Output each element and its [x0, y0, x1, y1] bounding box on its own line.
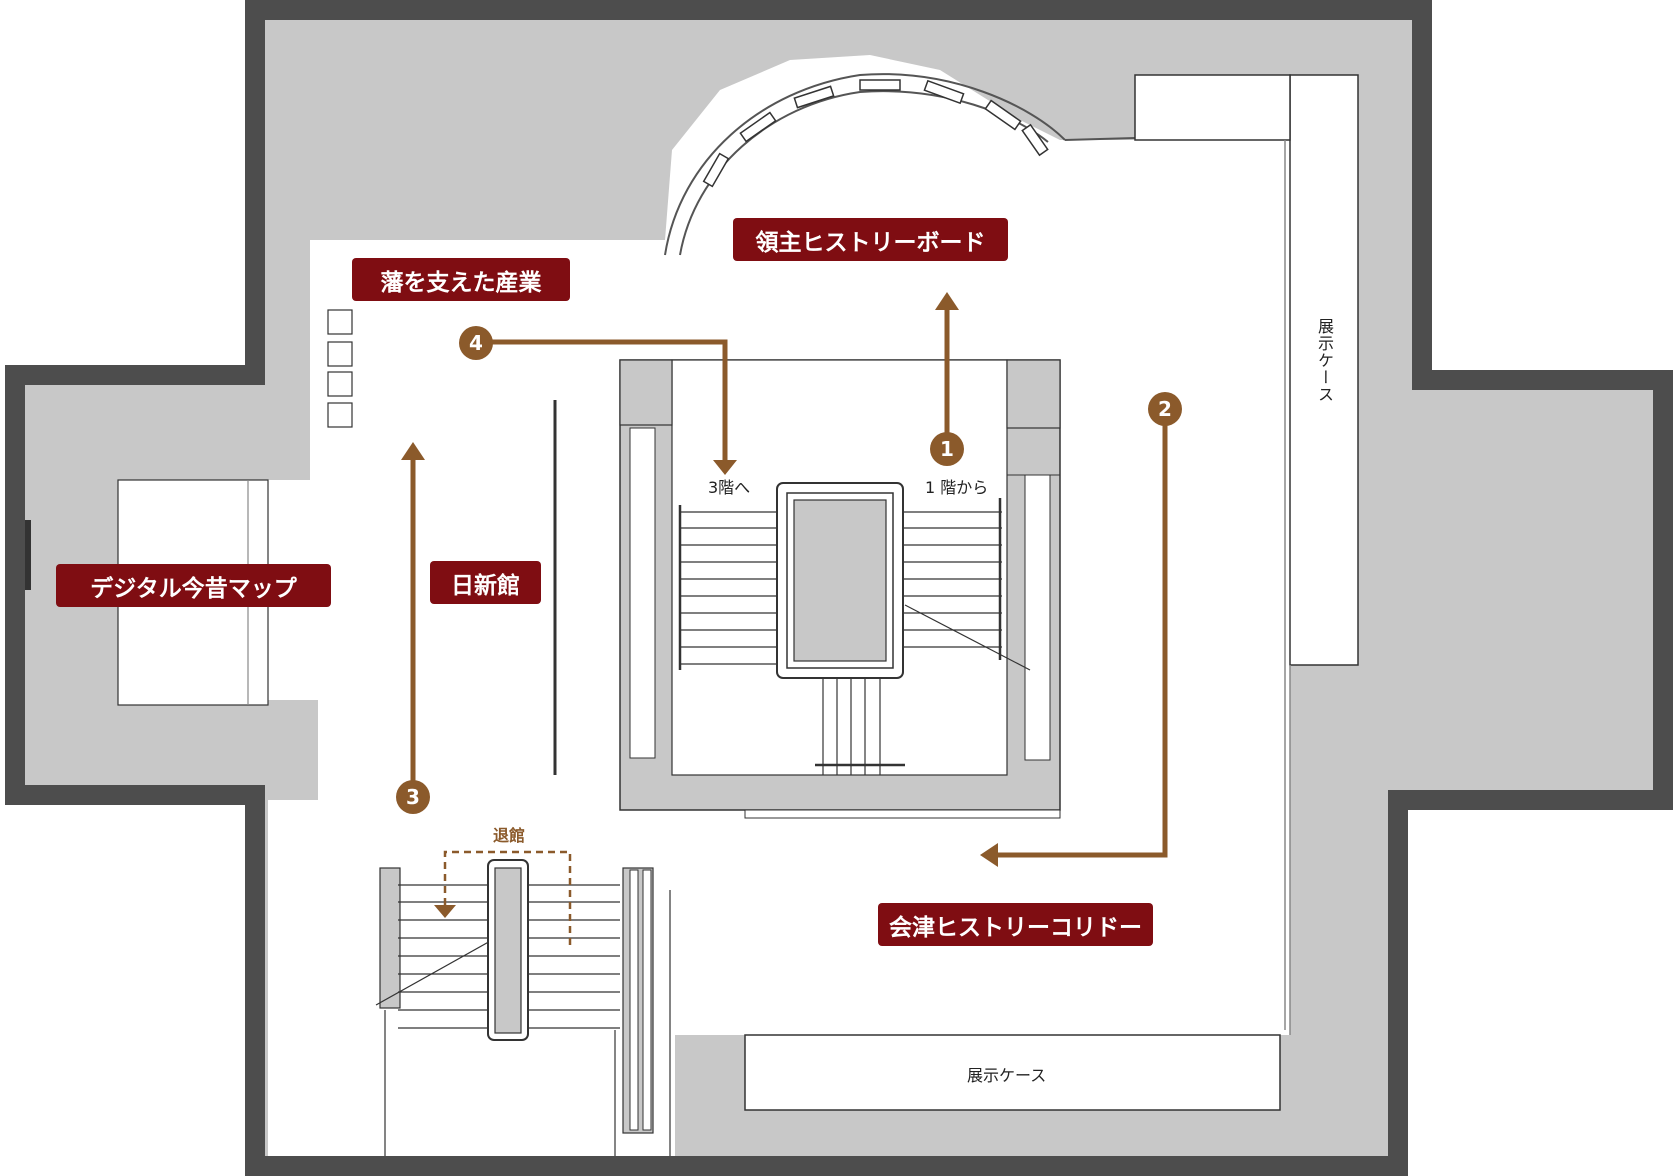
display-case-bottom: [744, 1034, 1281, 1111]
exit-stairwell: [375, 850, 671, 1156]
note-from-1f: 1 階から: [925, 478, 989, 497]
display-case-right: [1289, 74, 1359, 666]
central-stairwell: [619, 359, 1061, 819]
wall-displays: [702, 79, 1049, 188]
zone-label-nisshinkan: 日新館: [430, 561, 541, 604]
zone-label-digital: デジタル今昔マップ: [56, 564, 331, 607]
route-marker-3: 3: [396, 780, 430, 814]
industry-display-boxes: [327, 309, 353, 428]
zone-label-han: 藩を支えた産業: [352, 258, 570, 301]
route-marker-2: 2: [1148, 392, 1182, 426]
zone-label-ryoshu: 領主ヒストリーボード: [733, 218, 1008, 261]
note-exit: 退館: [493, 826, 526, 845]
route-arrows: [410, 308, 1168, 858]
zone-label-aizu: 会津ヒストリーコリドー: [878, 903, 1153, 946]
display-case-right-label: 展示ケース: [1315, 318, 1334, 403]
route-marker-1: 1: [930, 432, 964, 466]
route-marker-4: 4: [459, 326, 493, 360]
curved-wall: [664, 73, 1066, 256]
note-to-3f: 3階へ: [708, 478, 751, 497]
display-case-bottom-label: 展示ケース: [967, 1066, 1047, 1085]
